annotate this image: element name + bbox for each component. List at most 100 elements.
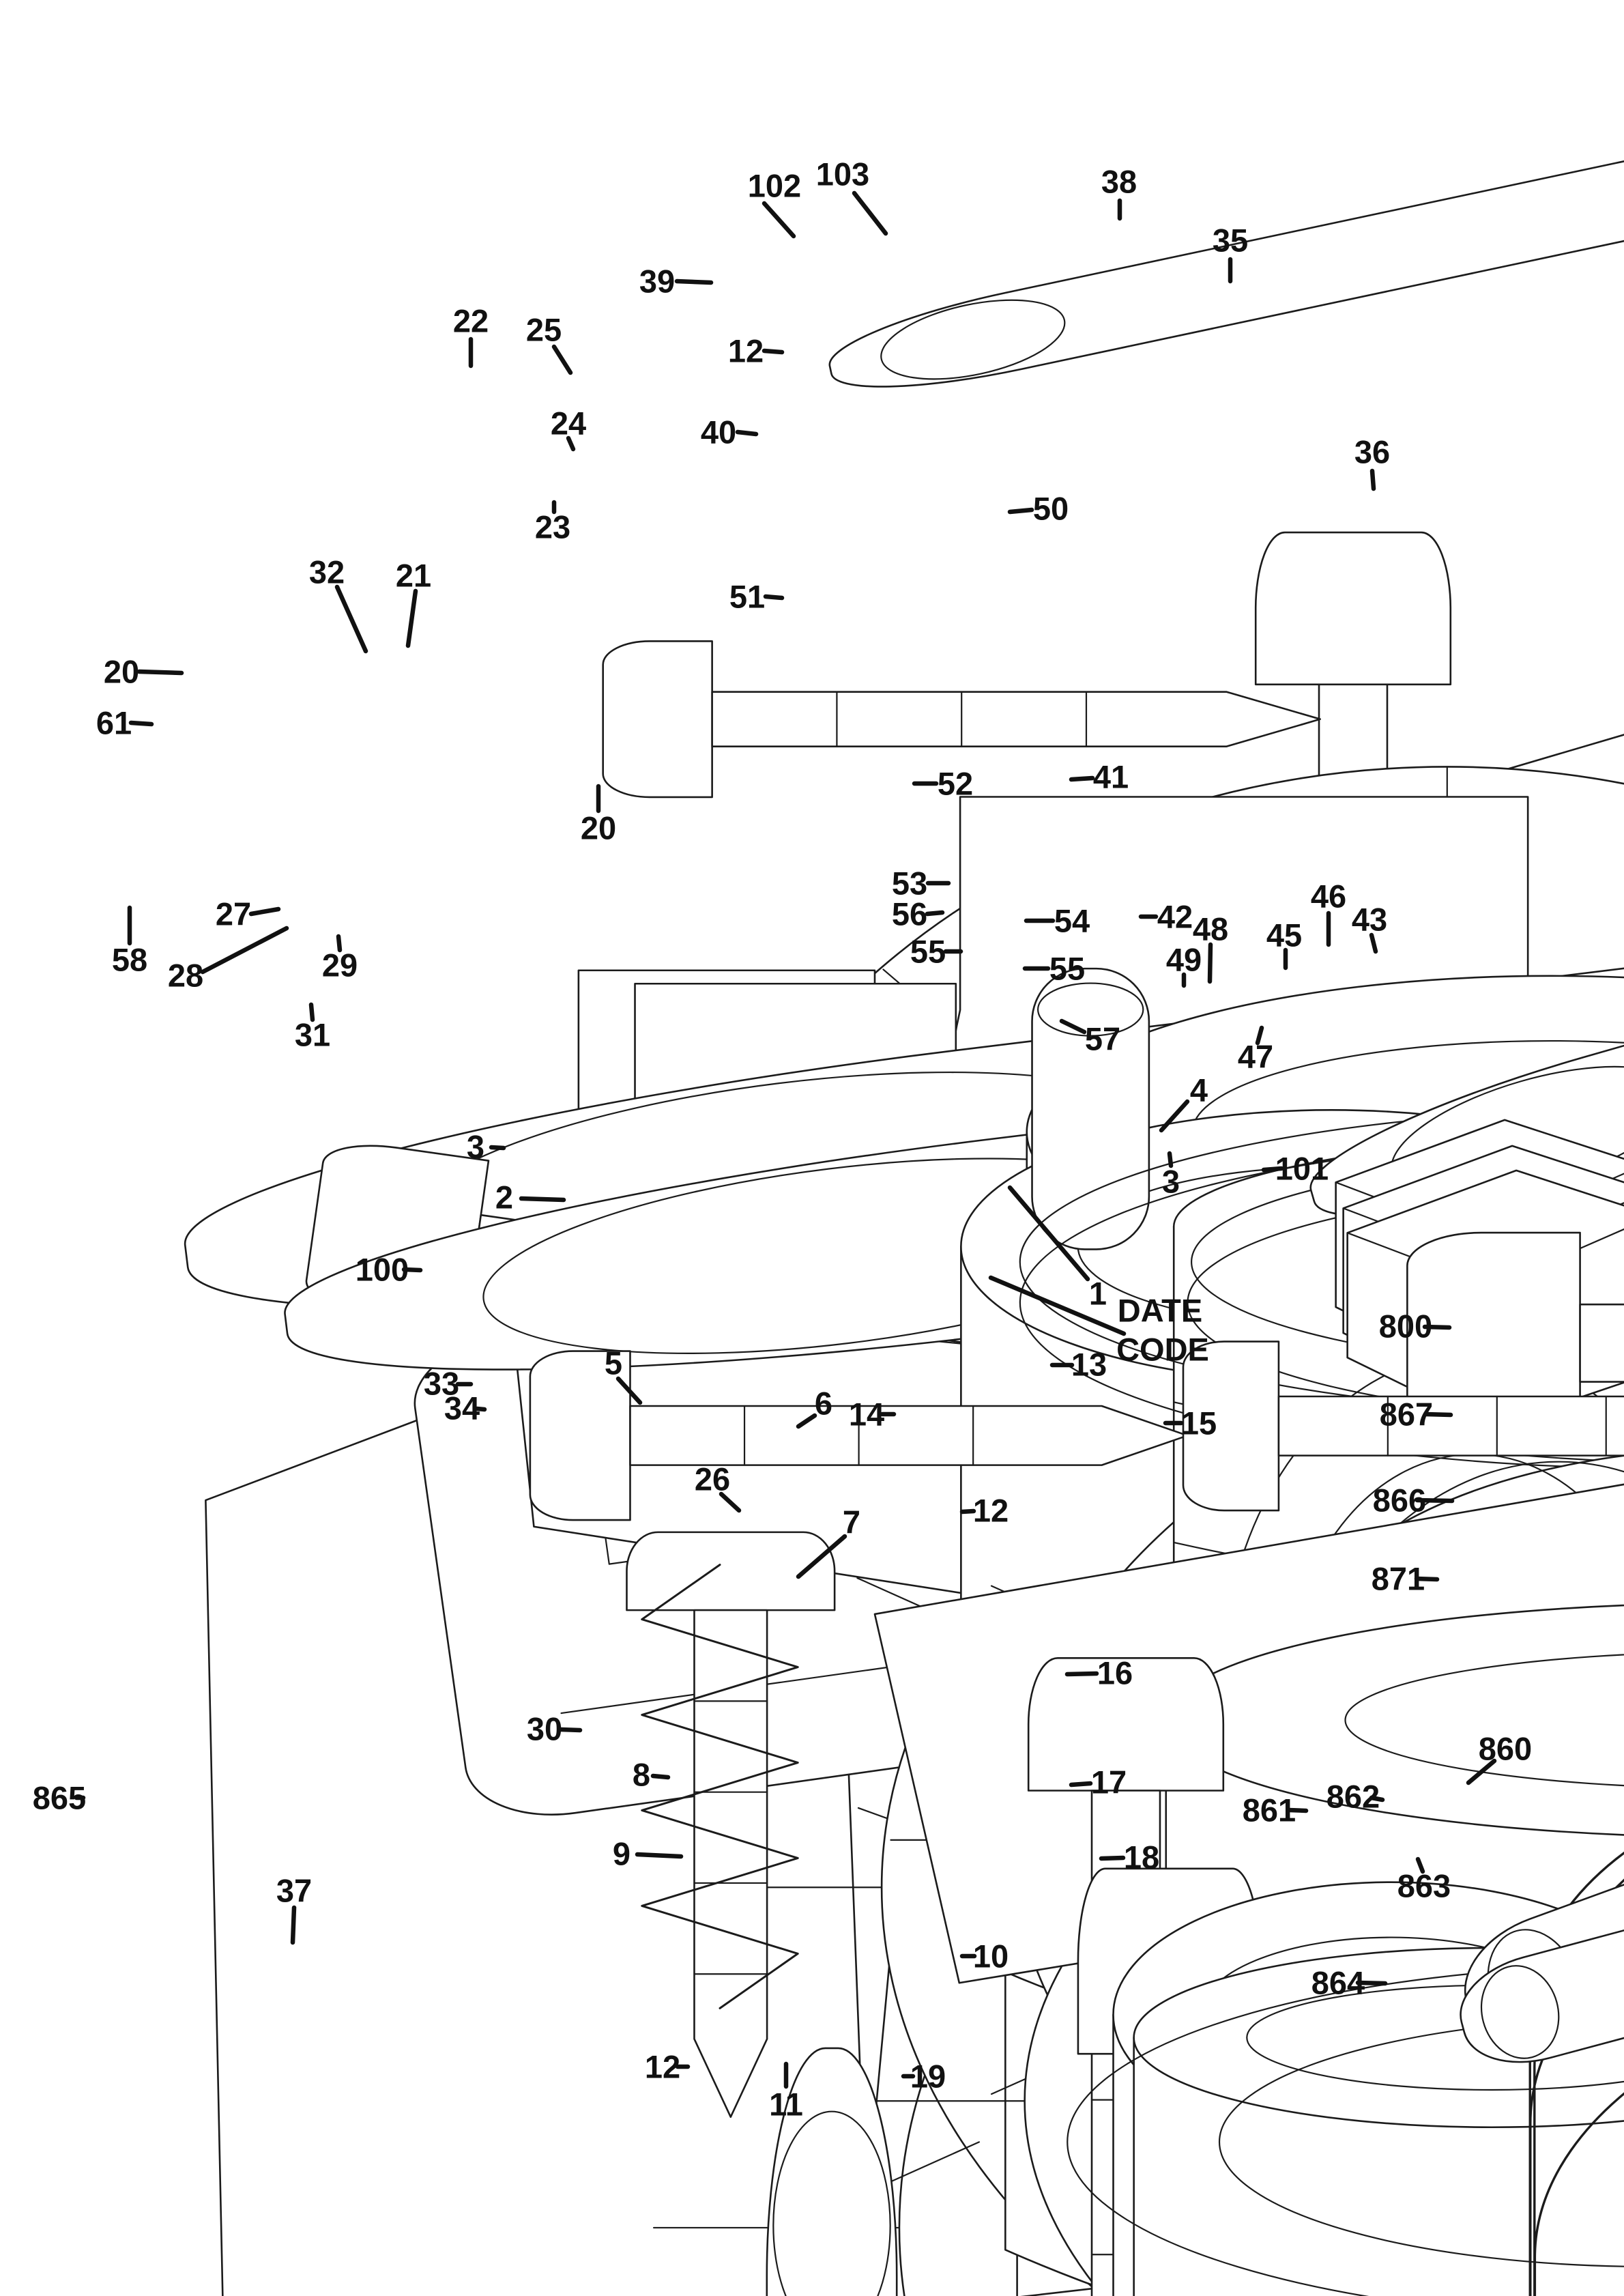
part-label-61: 61 [96, 705, 132, 741]
leader-line-860 [1466, 1758, 1497, 1785]
part-label-41: 41 [1093, 759, 1129, 795]
leader-line-20 [136, 669, 184, 676]
leader-line-3 [489, 1145, 506, 1151]
leader-line-36 [1369, 468, 1376, 491]
part-label-23: 23 [535, 509, 570, 545]
part-label-871: 871 [1372, 1561, 1425, 1597]
part-label-27: 27 [216, 896, 251, 932]
leader-line-21 [405, 588, 418, 648]
leader-line-1 [1007, 1185, 1090, 1282]
leader-line-9 [635, 1852, 684, 1859]
part-label-866: 866 [1373, 1482, 1426, 1519]
leader-line-861 [1286, 1807, 1309, 1813]
leader-line-101 [1261, 1166, 1284, 1173]
part-label-54: 54 [1054, 903, 1090, 939]
part-label-47: 47 [1238, 1039, 1273, 1075]
part-label-8: 8 [633, 1757, 650, 1793]
part-label-3: 3 [1162, 1164, 1180, 1200]
part-label-31: 31 [295, 1017, 330, 1053]
part-label-100: 100 [356, 1252, 409, 1288]
part-label-20: 20 [581, 810, 616, 846]
leader-line-100 [401, 1267, 423, 1273]
part-label-43: 43 [1352, 902, 1387, 938]
leader-line-3 [1167, 1151, 1174, 1168]
part-label-12: 12 [728, 333, 764, 369]
leader-line-866 [1415, 1497, 1455, 1504]
part-label-strip-102 [822, 124, 1624, 409]
part-label-9: 9 [613, 1836, 630, 1872]
leader-line-61 [128, 720, 154, 727]
leader-line-18 [1099, 1855, 1126, 1861]
part-label-37: 37 [276, 1873, 312, 1909]
leader-line-12 [762, 348, 785, 355]
part-label-26: 26 [695, 1461, 730, 1497]
leader-line-CODE [988, 1275, 1127, 1336]
part-label-28: 28 [168, 958, 203, 994]
part-label-7: 7 [843, 1504, 860, 1540]
part-label-49: 49 [1166, 942, 1202, 978]
leader-line-27 [248, 906, 281, 917]
part-label-55: 55 [1049, 951, 1085, 987]
leader-lines-layer [74, 190, 1497, 2089]
part-label-29: 29 [322, 947, 358, 984]
part-label-2: 2 [495, 1179, 513, 1216]
leader-line-24 [566, 435, 576, 452]
part-label-35: 35 [1213, 223, 1248, 259]
leader-line-8 [650, 1773, 671, 1780]
leader-line-32 [334, 584, 368, 654]
part-label-22: 22 [453, 303, 489, 339]
leader-line-31 [308, 1002, 315, 1022]
leader-line-863 [1415, 1856, 1425, 1874]
leader-line-7 [796, 1534, 847, 1579]
part-label-864: 864 [1311, 1965, 1365, 2001]
part-label-1: 1 [1089, 1276, 1107, 1312]
leader-line-47 [1255, 1025, 1264, 1046]
leader-line-5 [615, 1376, 643, 1405]
part-label-55: 55 [910, 934, 946, 970]
part-label-30: 30 [527, 1711, 562, 1747]
leader-line-28 [200, 925, 289, 975]
leader-line-2 [519, 1196, 566, 1203]
part-label-861: 861 [1243, 1792, 1296, 1828]
leader-line-56 [925, 910, 945, 917]
part-label-6: 6 [815, 1386, 832, 1422]
part-label-24: 24 [551, 405, 586, 442]
leader-line-102 [762, 201, 796, 239]
part-label-56: 56 [892, 896, 927, 932]
part-label-15: 15 [1181, 1405, 1217, 1441]
leader-line-37 [290, 1905, 297, 1945]
leader-line-40 [735, 429, 759, 437]
leader-line-57 [1059, 1018, 1087, 1035]
part-label-4: 4 [1190, 1072, 1208, 1108]
part-label-5: 5 [605, 1345, 622, 1381]
part-label-51: 51 [729, 579, 765, 615]
part-label-14: 14 [849, 1396, 884, 1433]
leader-line-29 [336, 934, 343, 953]
part-label-11: 11 [769, 2086, 803, 2123]
part-label-CODE: CODE [1116, 1332, 1209, 1368]
leader-line-17 [1069, 1781, 1093, 1788]
parts-layer [160, 51, 1624, 2296]
part-label-18: 18 [1124, 1839, 1159, 1876]
part-label-DATE: DATE [1118, 1293, 1202, 1329]
leader-line-103 [852, 190, 888, 236]
part-label-42: 42 [1157, 899, 1193, 935]
part-label-10: 10 [973, 1938, 1009, 1975]
leader-line-50 [1007, 507, 1034, 515]
part-label-17: 17 [1091, 1764, 1127, 1800]
part-label-865: 865 [33, 1780, 86, 1816]
part-label-39: 39 [639, 263, 675, 300]
leader-line-25 [551, 344, 573, 375]
part-label-38: 38 [1101, 164, 1137, 200]
part-label-16: 16 [1097, 1655, 1133, 1691]
part-label-45: 45 [1266, 917, 1302, 953]
part-label-40: 40 [701, 414, 736, 450]
leader-line-4 [1159, 1099, 1190, 1133]
part-label-21: 21 [396, 558, 431, 594]
leader-line-6 [796, 1413, 817, 1429]
leader-line-39 [674, 278, 714, 285]
part-label-53: 53 [892, 865, 927, 902]
